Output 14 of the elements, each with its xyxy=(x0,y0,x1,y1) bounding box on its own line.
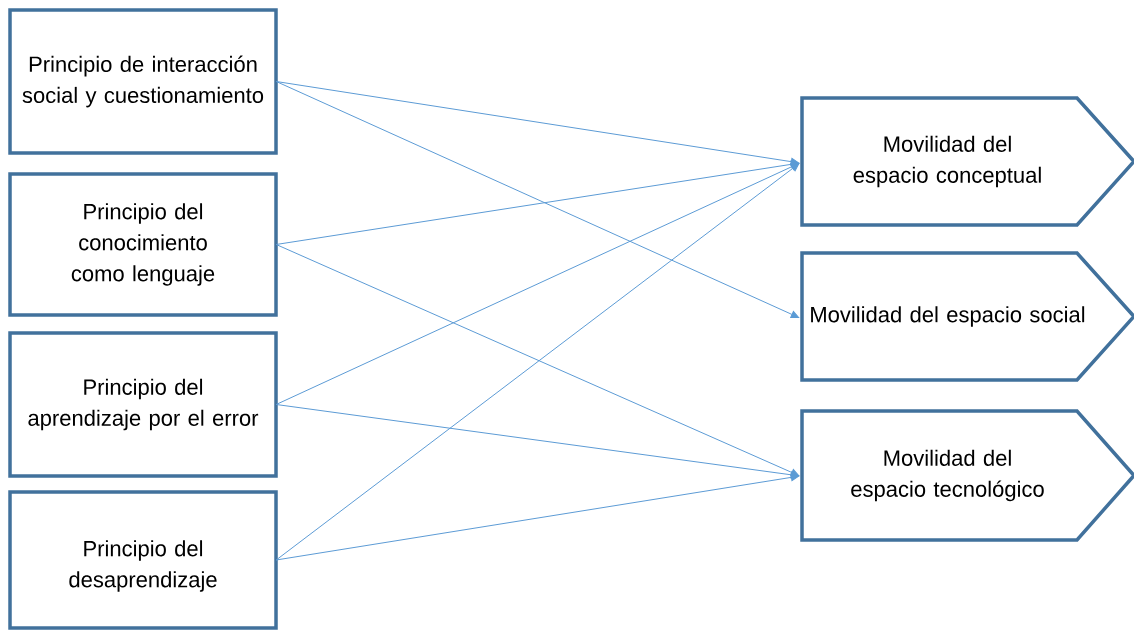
process-box: Principio del aprendizaje por el error xyxy=(8,331,278,478)
arrow xyxy=(275,163,800,561)
arrow xyxy=(275,163,800,405)
process-box: Principio del conocimiento como lenguaje xyxy=(8,172,278,317)
arrow xyxy=(275,473,800,561)
arrow xyxy=(275,81,800,319)
process-box: Principio del desaprendizaje xyxy=(8,490,278,630)
pentagon-arrow-box: Movilidad del espacio tecnológico xyxy=(800,409,1134,542)
arrow xyxy=(275,160,800,245)
pentagon-arrow-box: Movilidad del espacio social xyxy=(800,251,1134,382)
pentagon-arrow-box: Movilidad del espacio conceptual xyxy=(800,96,1134,227)
arrow xyxy=(275,244,800,477)
process-box: Principio de interacción social y cuestionamiento xyxy=(8,8,278,155)
arrow xyxy=(275,404,800,479)
